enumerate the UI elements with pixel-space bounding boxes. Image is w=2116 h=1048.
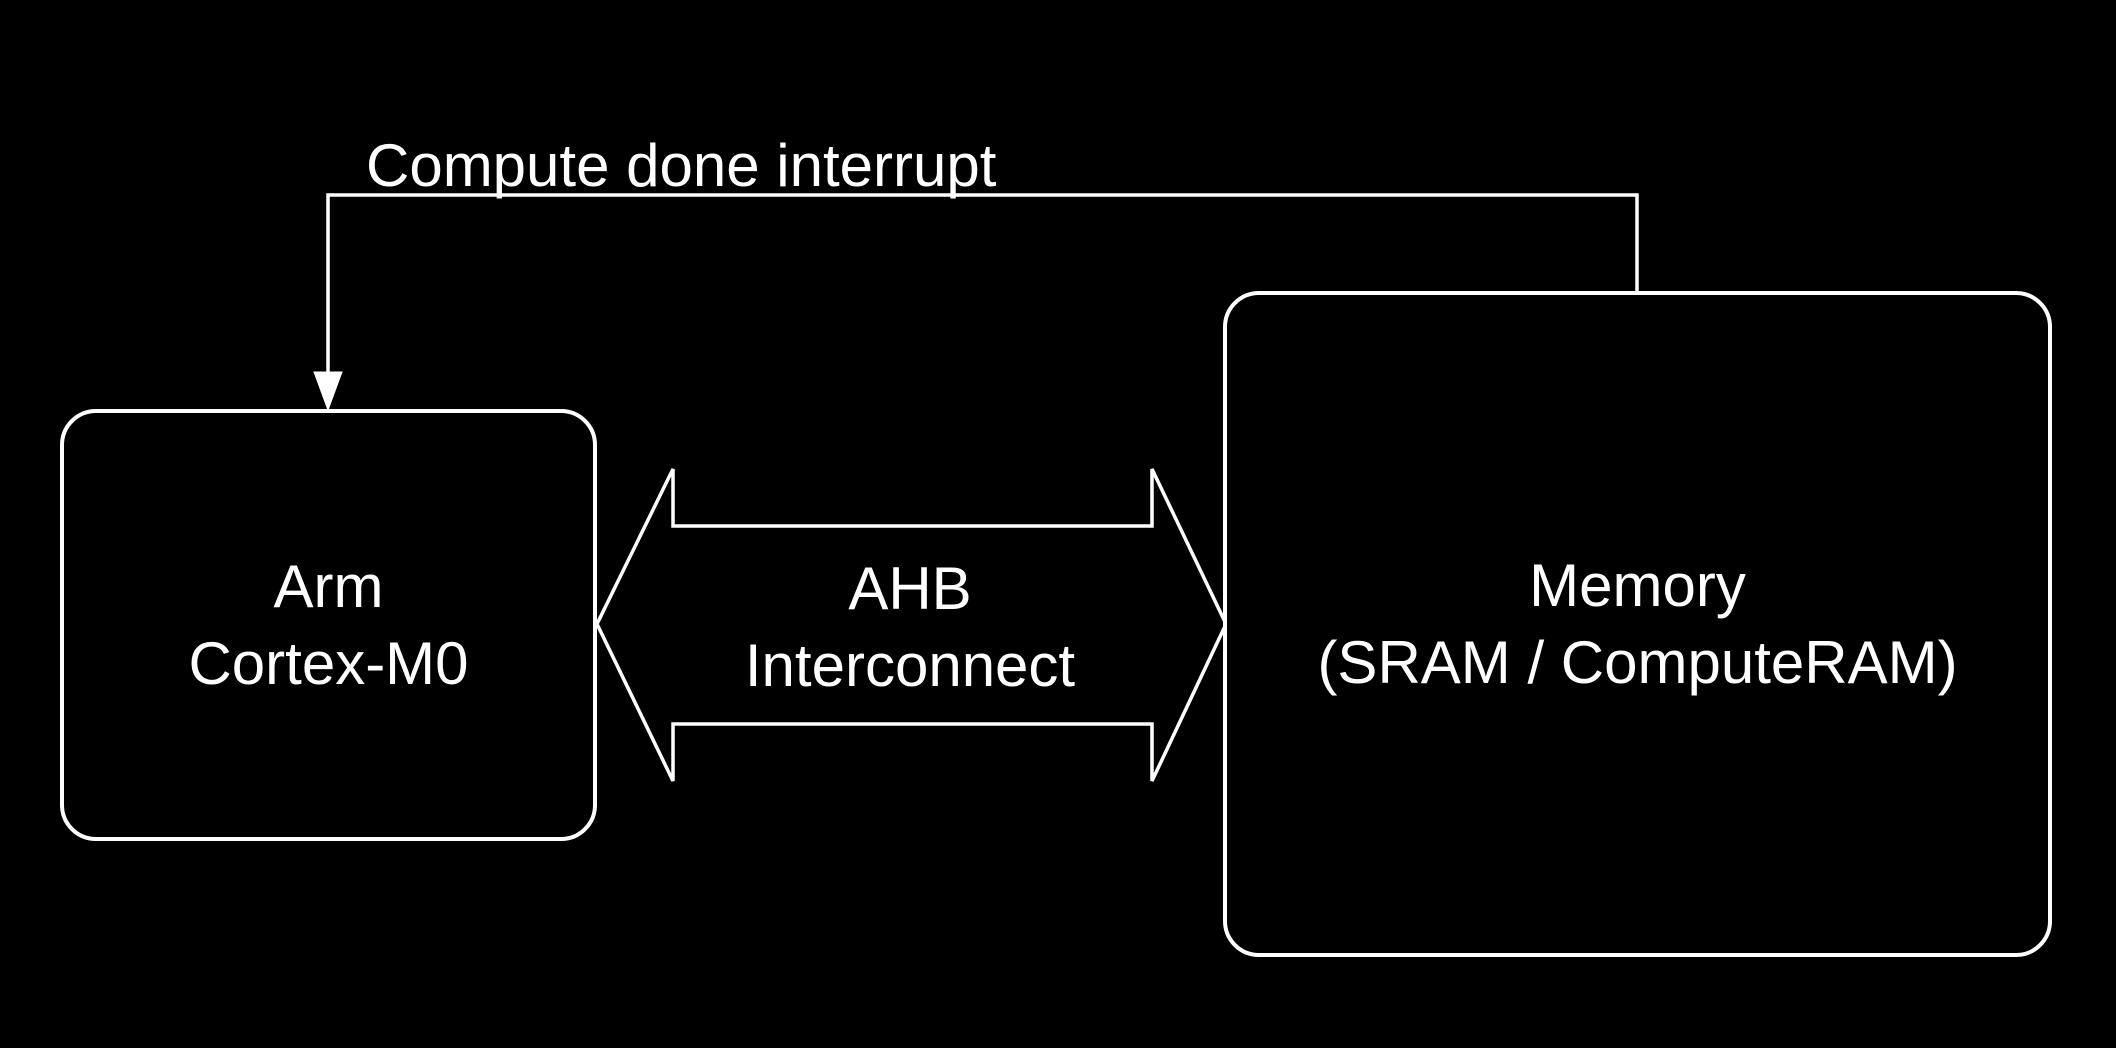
memory-node: Memory (SRAM / ComputeRAM) [1223,291,2052,957]
interrupt-connector-line [326,193,1639,378]
interrupt-arrowhead-icon [313,371,343,412]
bus-label-line2: Interconnect [744,632,1076,699]
interrupt-edge-label: Compute done interrupt [366,132,997,199]
cpu-label-line2: Cortex-M0 [188,630,469,697]
memory-label-line2: (SRAM / ComputeRAM) [1317,629,1958,696]
memory-label-line1: Memory [1529,552,1746,619]
bus-edge-label: AHB Interconnect [610,550,1210,704]
cpu-label-line1: Arm [273,553,384,620]
cpu-node: Arm Cortex-M0 [60,409,597,841]
bus-label-line1: AHB [848,555,972,622]
